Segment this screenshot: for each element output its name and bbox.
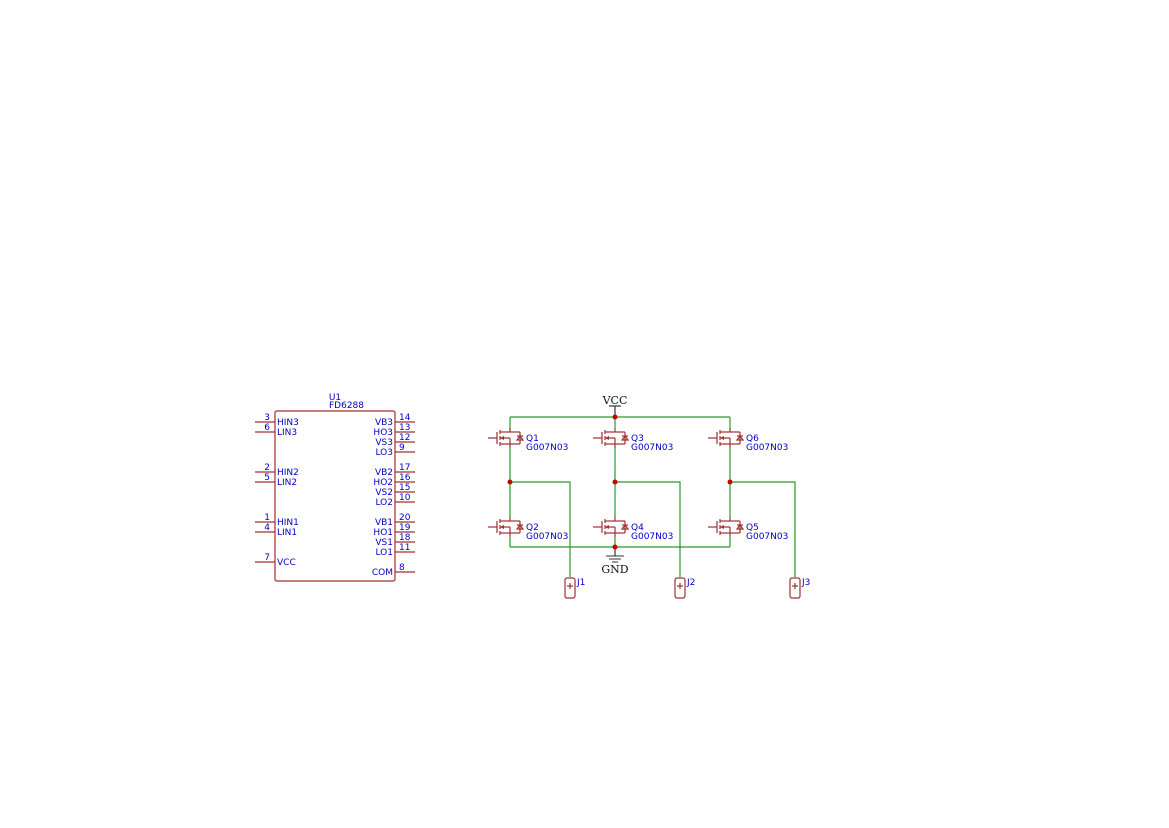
pin-name: VB2 [375,468,393,478]
connector-j1[interactable]: J1 [564,577,585,599]
pin-number: 12 [399,433,410,443]
mosfet-reference: Q5 [746,523,759,533]
pin-number: 8 [399,563,405,573]
pin-name: LIN3 [277,428,297,438]
pin-number: 14 [399,413,411,423]
pin-name: VCC [277,558,296,568]
pin-name: LIN1 [277,528,297,538]
junction-dot [612,414,618,420]
pin-name: LO3 [375,448,393,458]
connector-j3[interactable]: J3 [789,577,810,599]
mosfet-value: G007N03 [526,443,568,453]
ic-reference: U1 [329,393,341,403]
pin-number: 5 [264,473,270,483]
junction-dot [507,479,513,485]
pin-number: 13 [399,423,410,433]
pin-name: HO2 [373,478,393,488]
pin-name: LO1 [375,548,393,558]
mosfet-reference: Q6 [746,434,759,444]
pin-name: HIN3 [277,418,299,428]
connector-j2[interactable]: J2 [674,577,695,599]
pin-number: 10 [399,493,411,503]
wire-output [510,481,571,577]
mosfet-value: G007N03 [526,532,568,542]
gnd-label: GND [601,563,628,576]
pin-name: LIN2 [277,478,297,488]
pin-number: 7 [264,553,270,563]
pin-name: VS2 [375,488,393,498]
pin-number: 1 [264,513,270,523]
pin-name: HIN2 [277,468,299,478]
mosfet-reference: Q4 [631,523,644,533]
mosfet-reference: Q1 [526,434,539,444]
pin-name: LO2 [375,498,393,508]
connector-reference: J3 [801,578,810,588]
pin-number: 16 [399,473,411,483]
ic-value: FD6288 [329,401,364,411]
pin-number: 19 [399,523,411,533]
pin-name: HO1 [373,528,393,538]
pin-number: 20 [399,513,411,523]
pin-number: 15 [399,483,410,493]
wire-output [615,481,681,577]
connector-reference: J1 [576,578,585,588]
vcc-power-symbol: VCC [602,394,628,417]
pin-number: 9 [399,443,405,453]
mosfet-reference: Q2 [526,523,539,533]
pin-number: 18 [399,533,411,543]
connector-reference: J2 [686,578,695,588]
pin-number: 11 [399,543,410,553]
pin-number: 2 [264,463,270,473]
pin-number: 3 [264,413,270,423]
pin-number: 4 [264,523,270,533]
junction-dot [612,544,618,550]
pin-name: VB1 [375,518,393,528]
mosfet-reference: Q3 [631,434,644,444]
pin-name: VS3 [375,438,393,448]
pin-number: 6 [264,423,270,433]
pin-number: 17 [399,463,410,473]
mosfet-value: G007N03 [631,532,673,542]
vcc-label: VCC [602,394,628,407]
pin-name: HO3 [373,428,393,438]
wire-output [730,481,796,577]
pin-name: HIN1 [277,518,299,528]
pin-name: VB3 [375,418,393,428]
mosfet-value: G007N03 [746,532,788,542]
junction-dot [612,479,618,485]
mosfet-value: G007N03 [631,443,673,453]
ic-body [274,410,396,582]
mosfet-value: G007N03 [746,443,788,453]
junction-dot [727,479,733,485]
pin-name: COM [372,568,393,578]
pin-name: VS1 [375,538,393,548]
gnd-power-symbol: GND [601,547,629,576]
